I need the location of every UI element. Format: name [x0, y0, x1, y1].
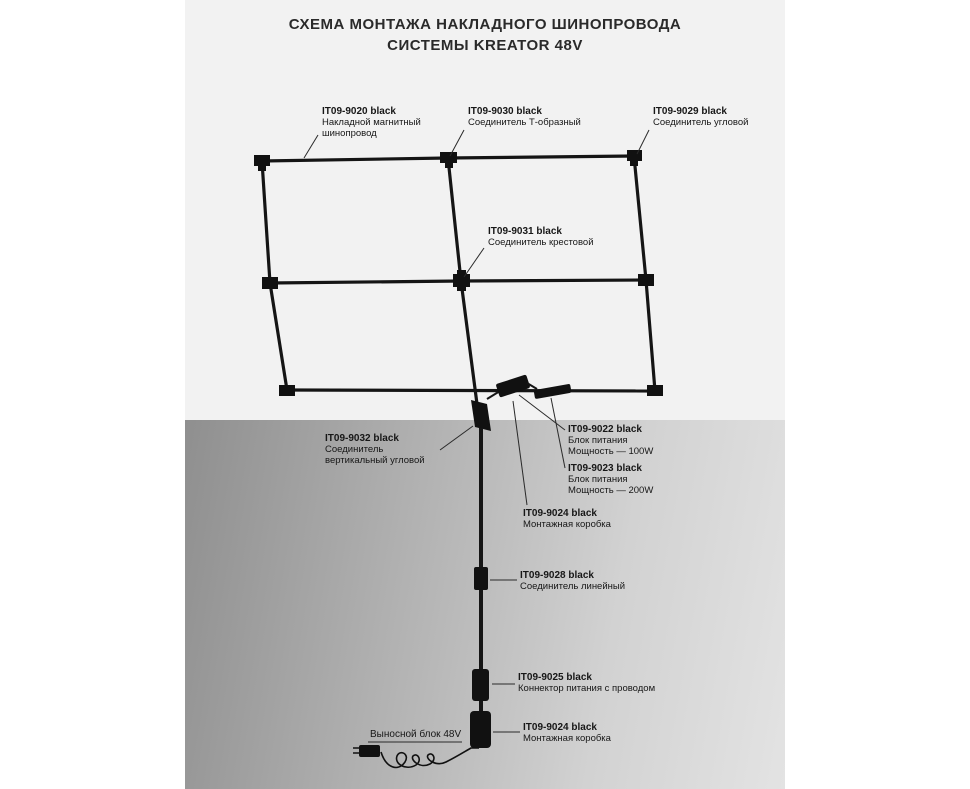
- label-mounting-box-9024-top: IT09-9024 black Монтажная коробка: [523, 508, 611, 530]
- leader-9029: [636, 129, 650, 155]
- label-line: Накладной магнитный: [322, 117, 421, 128]
- corner-connector-top-left-tab: [258, 164, 266, 171]
- page-title-line2: СИСТЕМЫ KREATOR 48V: [387, 37, 583, 54]
- label-psu-9023: IT09-9023 black Блок питания Мощность — …: [568, 463, 653, 496]
- t-connector-mid-left: [262, 277, 278, 289]
- label-line: Соединитель Т-образный: [468, 117, 581, 128]
- label-line: Мощность — 100W: [568, 446, 654, 457]
- track-col-right: [632, 155, 657, 392]
- leader-9020: [303, 134, 319, 159]
- page-title: СХЕМА МОНТАЖА НАКЛАДНОГО ШИНОПРОВОДА СИС…: [0, 14, 970, 56]
- label-line: шинопровод: [322, 128, 377, 139]
- remote-unit-plug: [359, 745, 380, 757]
- corner-connector-top-right-tab: [630, 159, 638, 166]
- label-mounting-box-9024-bottom: IT09-9024 black Монтажная коробка: [523, 722, 611, 744]
- corner-connector-top-right: [627, 150, 642, 161]
- corner-connector-bottom-left: [279, 385, 295, 396]
- label-code: IT09-9030 black: [468, 106, 542, 117]
- label-vertical-corner-9032: IT09-9032 black Соединитель вертикальный…: [325, 433, 425, 466]
- leader-9032: [439, 425, 474, 451]
- remote-unit-assembly: [353, 745, 479, 769]
- label-power-connector-9025: IT09-9025 black Коннектор питания с пров…: [518, 672, 655, 694]
- label-line: Выносной блок 48V: [370, 729, 462, 740]
- label-linear-connector-9028: IT09-9028 black Соединитель линейный: [520, 570, 625, 592]
- mounting-box: [470, 711, 491, 748]
- label-line: Монтажная коробка: [523, 519, 611, 530]
- track-row-bottom: [286, 388, 656, 393]
- t-connector-top: [440, 152, 457, 163]
- vertical-corner-connector: [471, 400, 491, 431]
- ceiling-area: [185, 0, 785, 420]
- leader-9023: [550, 397, 566, 469]
- label-remote-unit: Выносной блок 48V: [370, 729, 461, 740]
- power-supply-box-slim: [533, 384, 572, 399]
- corner-connector-bottom-right: [647, 385, 663, 396]
- leader-9024-top: [512, 400, 528, 506]
- label-cross-9031: IT09-9031 black Соединитель крестовой: [488, 226, 594, 248]
- label-line: Соединитель крестовой: [488, 237, 594, 248]
- leader-9030: [449, 129, 465, 157]
- leader-9031: [463, 247, 485, 278]
- leader-lines: [303, 129, 650, 743]
- feed-stub-line: [486, 390, 501, 400]
- label-t-connector-9030: IT09-9030 black Соединитель Т-образный: [468, 106, 581, 128]
- label-corner-9029: IT09-9029 black Соединитель угловой: [653, 106, 748, 128]
- wall-track-run: [470, 400, 491, 748]
- cross-connector-arm: [457, 270, 466, 291]
- label-psu-9022: IT09-9022 black Блок питания Мощность — …: [568, 424, 653, 457]
- label-line: Монтажная коробка: [523, 733, 611, 744]
- t-connector-top-tab: [445, 161, 453, 168]
- label-code: IT09-9029 black: [653, 106, 727, 117]
- label-code: IT09-9024 black: [523, 722, 597, 733]
- label-code: IT09-9020 black: [322, 106, 396, 117]
- corner-connector-top-left: [254, 155, 270, 166]
- label-line: Соединитель угловой: [653, 117, 749, 128]
- power-connector: [472, 669, 489, 701]
- label-code: IT09-9031 black: [488, 226, 562, 237]
- label-code: IT09-9025 black: [518, 672, 592, 683]
- grid-connectors: [254, 150, 663, 396]
- linear-connector: [474, 567, 488, 590]
- label-line: вертикальный угловой: [325, 455, 425, 466]
- label-line: Соединитель линейный: [520, 581, 626, 592]
- label-code: IT09-9023 black: [568, 463, 642, 474]
- label-track-9020: IT09-9020 black Накладной магнитный шино…: [322, 106, 421, 139]
- t-connector-mid-right: [638, 274, 654, 286]
- label-code: IT09-9024 black: [523, 508, 597, 519]
- label-code: IT09-9028 black: [520, 570, 594, 581]
- track-col-left: [260, 160, 289, 391]
- label-code: IT09-9032 black: [325, 433, 399, 444]
- power-cable: [380, 747, 479, 769]
- label-line: Блок питания: [568, 474, 628, 485]
- label-line: Соединитель: [325, 444, 384, 455]
- label-code: IT09-9022 black: [568, 424, 642, 435]
- label-line: Коннектор питания с проводом: [518, 683, 656, 694]
- label-line: Блок питания: [568, 435, 628, 446]
- power-supply-box: [496, 374, 530, 398]
- page-title-line1: СХЕМА МОНТАЖА НАКЛАДНОГО ШИНОПРОВОДА: [288, 16, 682, 33]
- leader-9022: [518, 394, 566, 431]
- power-feed-assembly: [486, 374, 572, 400]
- label-line: Мощность — 200W: [568, 485, 654, 496]
- feed-link-line: [526, 382, 538, 390]
